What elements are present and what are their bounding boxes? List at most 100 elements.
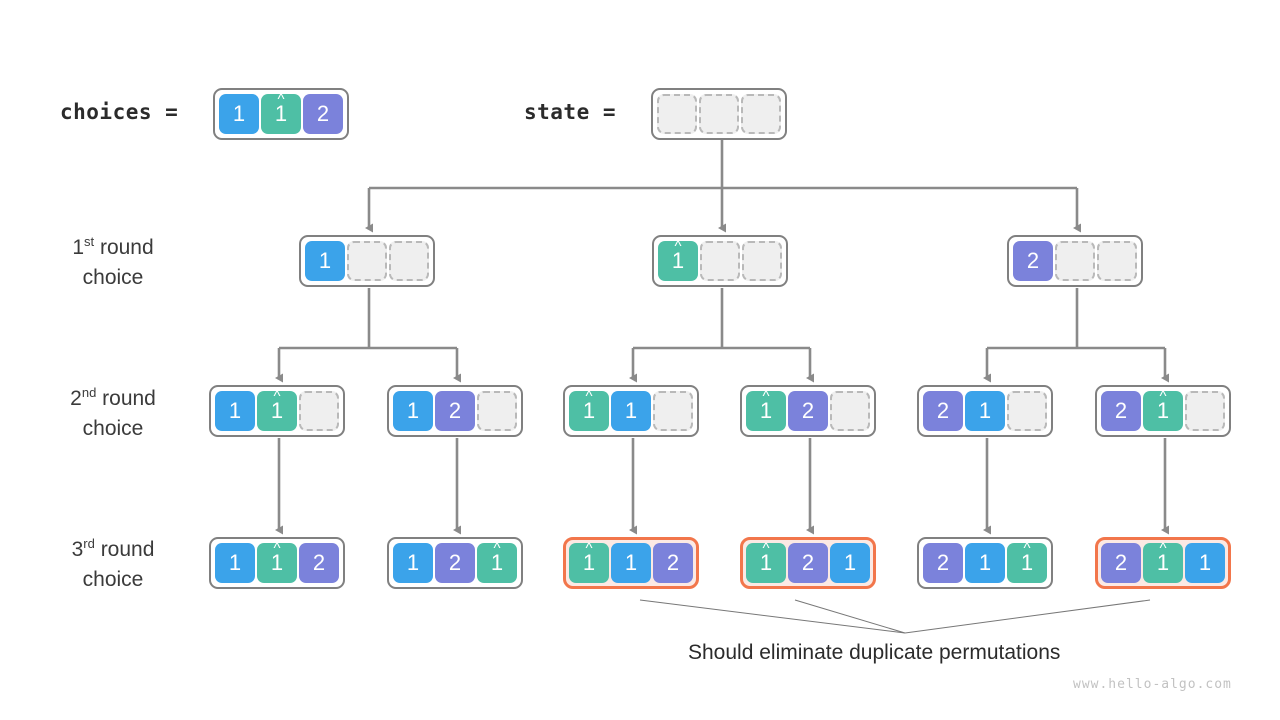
array-cell-two: 2 xyxy=(299,543,339,583)
array-cell-value: 1 xyxy=(406,398,420,423)
hat-one-glyph: ^1 xyxy=(274,92,288,126)
array-cell-one: 1 xyxy=(830,543,870,583)
array-cell-two: 2 xyxy=(788,543,828,583)
state-label: state = xyxy=(524,100,617,124)
array-cell-one-hat: ^1 xyxy=(1143,388,1183,431)
array-cell-value: 1 xyxy=(1156,550,1170,575)
array-cell-empty xyxy=(1097,241,1137,281)
round-1-ordinal: st xyxy=(84,234,95,249)
array-cell-value: 2 xyxy=(1026,248,1040,273)
array-cell-empty xyxy=(347,241,387,281)
hat-one-glyph: ^1 xyxy=(759,541,773,575)
array-cell-empty xyxy=(477,391,517,431)
site-watermark: www.hello-algo.com xyxy=(1073,677,1232,692)
array-cell-value: 1 xyxy=(582,398,596,423)
array-cell-value: 1 xyxy=(624,550,638,575)
round-2-ordinal: nd xyxy=(81,385,97,400)
array-cell-value: 1 xyxy=(582,550,596,575)
array-cell-value: 2 xyxy=(801,550,815,575)
round-1-label: 1st round choice xyxy=(28,233,198,294)
circumflex-icon: ^ xyxy=(273,388,281,405)
array-cell-one-hat: ^1 xyxy=(477,541,517,583)
array-cell-value: 1 xyxy=(1156,398,1170,423)
hat-one-glyph: ^1 xyxy=(582,541,596,575)
array-cell-one: 1 xyxy=(215,391,255,431)
array-cell-one-hat: ^1 xyxy=(261,92,301,134)
array-cell-one-hat: ^1 xyxy=(746,389,786,431)
round-3-label: 3rd round choice xyxy=(28,535,198,596)
circumflex-icon: ^ xyxy=(493,540,501,557)
tree-node-r1-1: 1 xyxy=(299,235,435,287)
duplicate-permutation-caption: Should eliminate duplicate permutations xyxy=(688,641,1061,664)
array-cell-one: 1 xyxy=(1185,543,1225,583)
array-cell-two: 2 xyxy=(653,543,693,583)
hat-one-glyph: ^1 xyxy=(1020,541,1034,575)
array-cell-value: 1 xyxy=(274,101,288,126)
circumflex-icon: ^ xyxy=(762,540,770,557)
round-1-word: round xyxy=(94,236,154,259)
array-cell-value: 1 xyxy=(978,550,992,575)
tree-node-r1-2: ^1 xyxy=(652,235,788,287)
array-cell-one-hat: ^1 xyxy=(1007,541,1047,583)
round-3-choice-word: choice xyxy=(82,568,144,592)
array-cell-empty xyxy=(1007,391,1047,431)
array-cell-empty xyxy=(389,241,429,281)
round-2-word: round xyxy=(96,387,156,410)
array-cell-value: 1 xyxy=(759,398,773,423)
circumflex-icon: ^ xyxy=(1023,540,1031,557)
circumflex-icon: ^ xyxy=(1159,388,1167,405)
array-cell-value: 1 xyxy=(318,248,332,273)
array-cell-one: 1 xyxy=(219,94,259,134)
round-1-choice-word: choice xyxy=(82,266,144,290)
array-cell-one-hat: ^1 xyxy=(658,238,698,281)
array-cell-value: 1 xyxy=(228,550,242,575)
array-cell-value: 1 xyxy=(671,248,685,273)
array-cell-value: 1 xyxy=(1198,550,1212,575)
array-cell-empty xyxy=(653,391,693,431)
tree-node-r1-3: 2 xyxy=(1007,235,1143,287)
round-2-label: 2nd round choice xyxy=(28,384,198,445)
array-cell-two: 2 xyxy=(1013,241,1053,281)
array-cell-two: 2 xyxy=(788,391,828,431)
array-cell-value: 2 xyxy=(1114,398,1128,423)
array-cell-empty xyxy=(1185,391,1225,431)
array-cell-empty xyxy=(700,241,740,281)
round-3-number: 3 xyxy=(71,538,84,561)
circumflex-icon: ^ xyxy=(273,540,281,557)
round-2-number: 2 xyxy=(70,387,82,410)
hat-one-glyph: ^1 xyxy=(491,541,503,574)
array-cell-one: 1 xyxy=(965,543,1005,583)
hat-one-glyph: ^1 xyxy=(270,541,284,575)
state-array xyxy=(651,88,787,140)
array-cell-one-hat: ^1 xyxy=(569,541,609,583)
choices-label: choices = xyxy=(60,100,179,124)
array-cell-one: 1 xyxy=(965,391,1005,431)
array-cell-value: 1 xyxy=(759,550,773,575)
array-cell-value: 2 xyxy=(666,550,680,575)
array-cell-one-hat: ^1 xyxy=(746,541,786,583)
array-cell-one: 1 xyxy=(215,543,255,583)
hat-one-glyph: ^1 xyxy=(271,389,283,422)
hat-one-glyph: ^1 xyxy=(1156,541,1170,575)
array-cell-value: 1 xyxy=(228,398,242,423)
array-cell-value: 2 xyxy=(936,550,950,575)
circumflex-icon: ^ xyxy=(674,238,682,255)
array-cell-value: 2 xyxy=(312,550,326,575)
array-cell-value: 2 xyxy=(448,550,462,575)
array-cell-value: 1 xyxy=(270,550,284,575)
array-cell-value: 1 xyxy=(624,398,638,423)
tree-node-r2-6: 2 ^1 xyxy=(1095,385,1231,437)
array-cell-value: 1 xyxy=(978,398,992,423)
array-cell-empty xyxy=(741,94,781,134)
array-cell-value: 1 xyxy=(1020,550,1034,575)
array-cell-value: 2 xyxy=(316,101,330,126)
array-cell-empty xyxy=(657,94,697,134)
array-cell-empty xyxy=(742,241,782,281)
array-cell-one: 1 xyxy=(305,241,345,281)
array-cell-one-hat: ^1 xyxy=(257,541,297,583)
